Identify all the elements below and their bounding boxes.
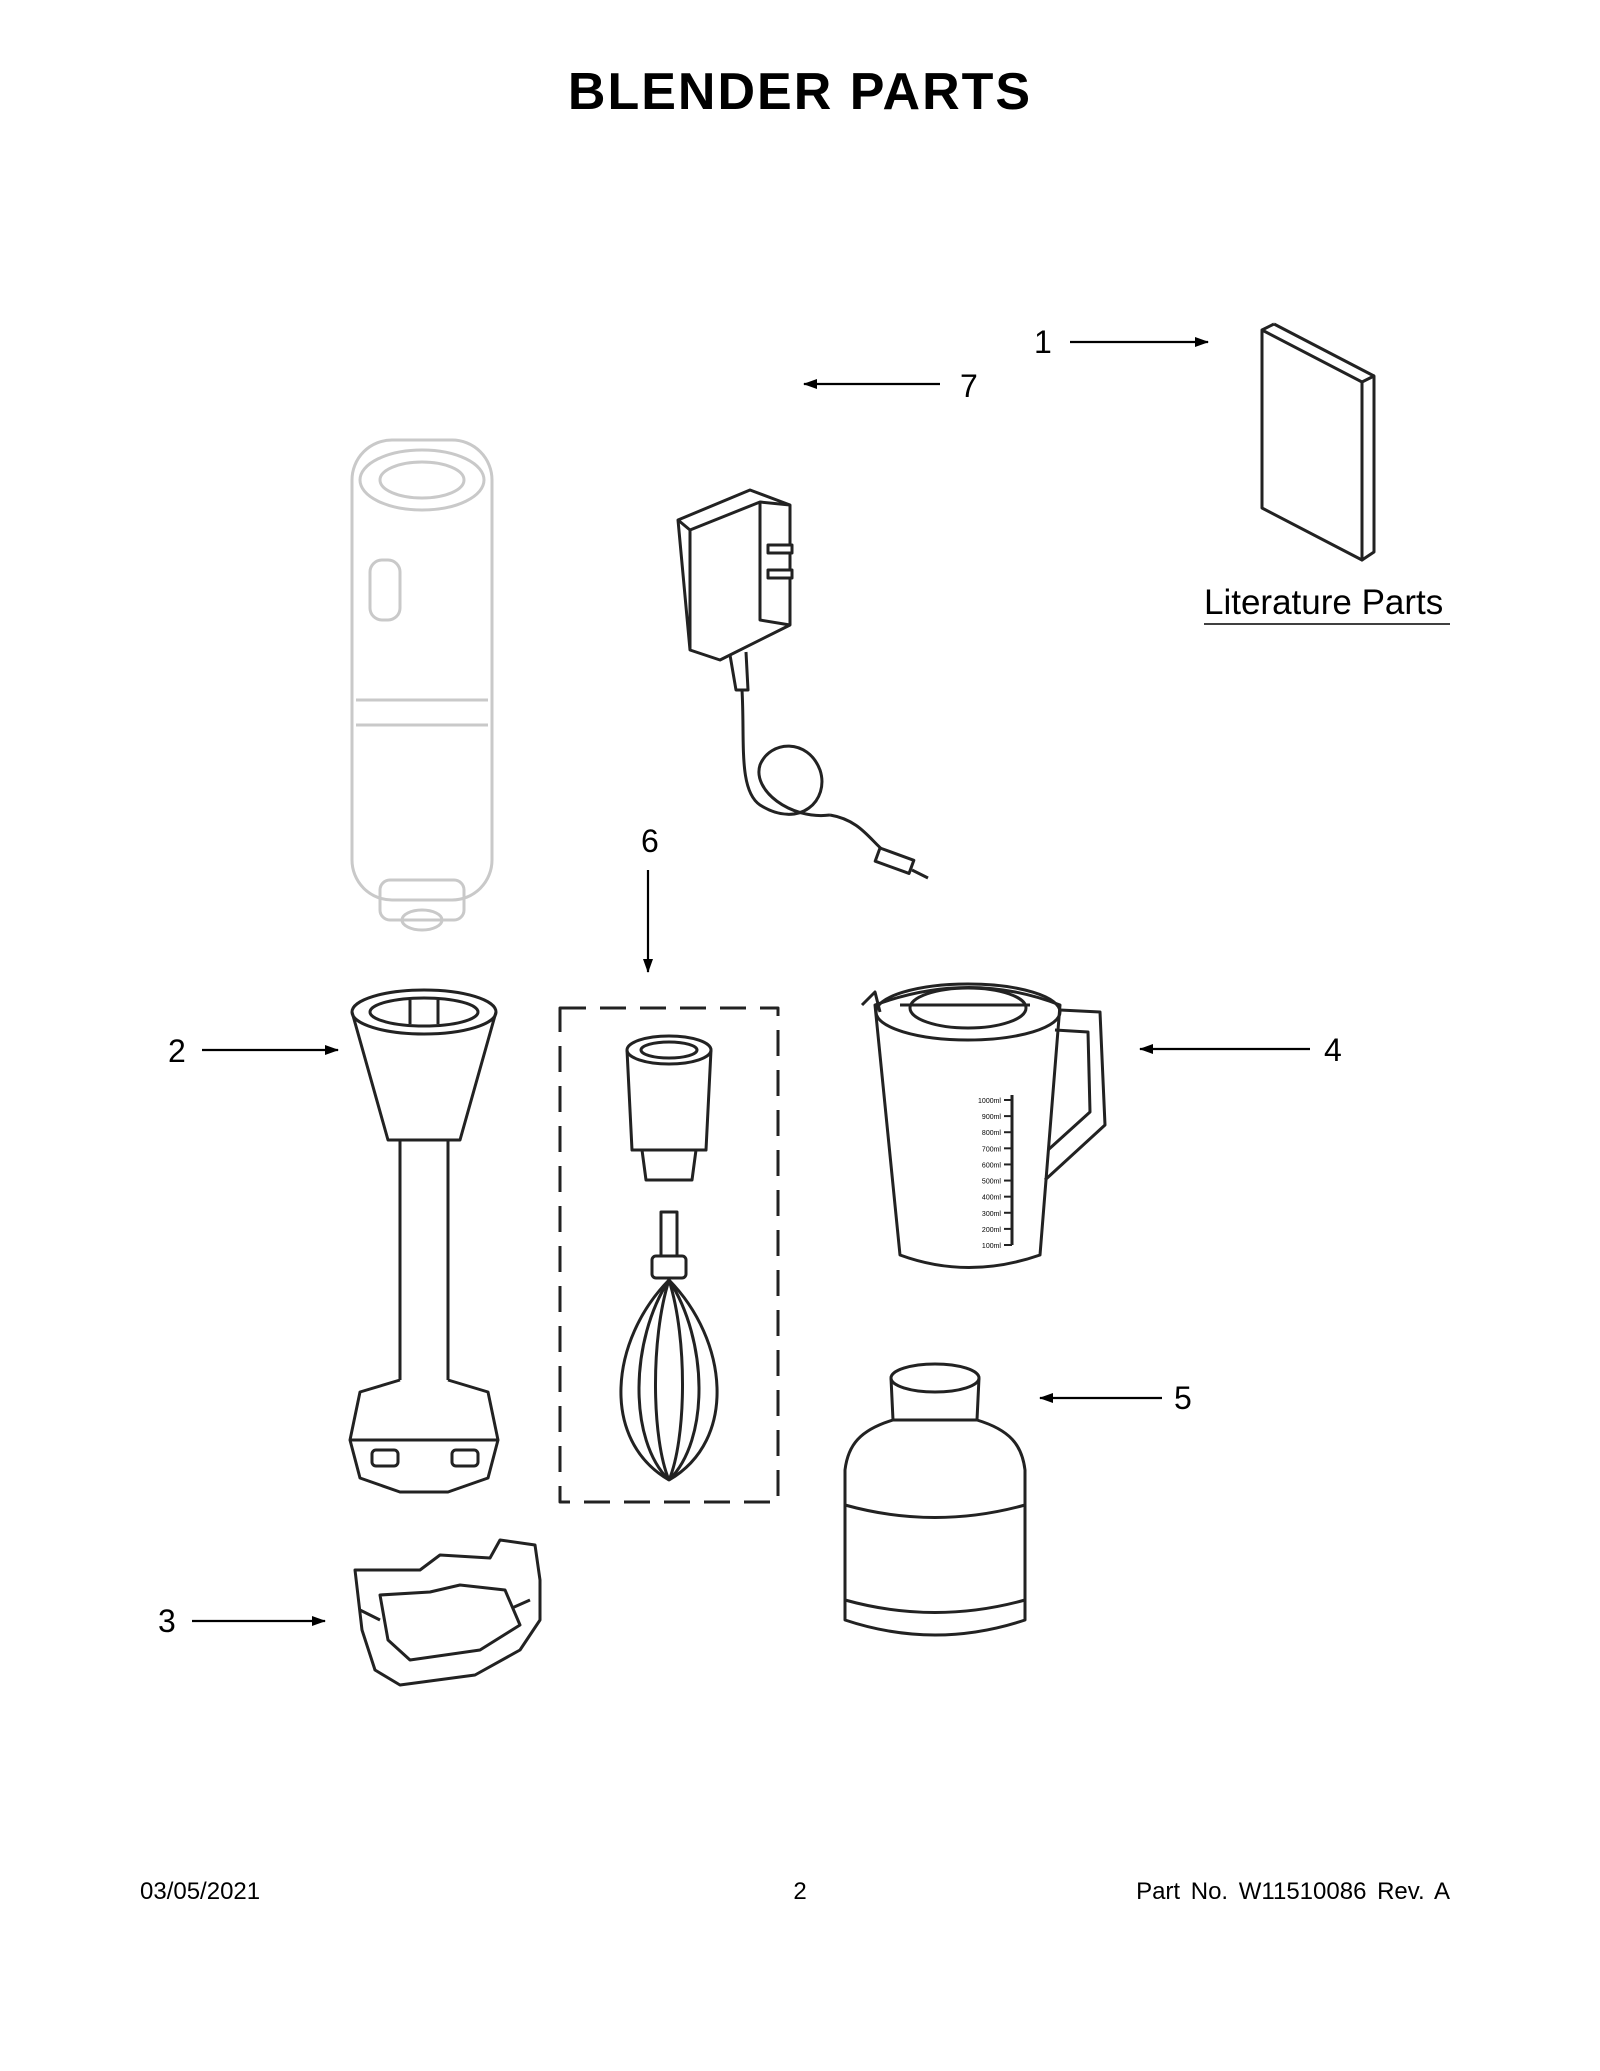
jug-scale-label: 600ml <box>982 1162 1002 1169</box>
blending-arm-illustration <box>348 988 500 1494</box>
callout-number-3: 3 <box>158 1603 176 1639</box>
jug-scale-label: 300ml <box>982 1211 1002 1218</box>
callout-number-2: 2 <box>168 1033 186 1069</box>
jug-scale-label: 1000ml <box>978 1098 1001 1105</box>
callout-number-6: 6 <box>641 823 659 859</box>
jug-scale-label: 200ml <box>982 1227 1002 1234</box>
callout-number-7: 7 <box>960 368 978 404</box>
jug-scale-label: 400ml <box>982 1195 1002 1202</box>
literature-parts-label: Literature Parts <box>1204 583 1443 622</box>
motor-body-ghost-illustration <box>350 438 494 932</box>
footer-page-number: 2 <box>793 1878 807 1905</box>
footer-date: 03/05/2021 <box>140 1878 261 1905</box>
jug-scale-label: 500ml <box>982 1179 1002 1186</box>
page-title: BLENDER PARTS <box>567 63 1033 121</box>
literature-booklet-illustration <box>1260 322 1376 562</box>
callout-number-5: 5 <box>1174 1380 1192 1416</box>
jug-scale-label: 900ml <box>982 1114 1002 1121</box>
blade-guard-illustration <box>353 1538 542 1687</box>
jug-scale-label: 800ml <box>982 1130 1002 1137</box>
jug-measurement-scale: 1000ml 900ml 800ml 700ml 600ml 500ml 400ml 300m… <box>978 1098 1012 1250</box>
jug-scale-label: 700ml <box>982 1146 1002 1153</box>
measuring-jug-illustration <box>860 982 1107 1269</box>
chopper-bowl-illustration <box>843 1362 1027 1637</box>
whisk-attachment-illustration <box>558 1006 780 1504</box>
callout-number-1: 1 <box>1034 324 1052 360</box>
callout-arrows <box>192 337 1310 1626</box>
footer-part-number: Part No. W11510086 Rev. A <box>1136 1878 1450 1905</box>
callout-number-4: 4 <box>1324 1032 1342 1068</box>
power-adapter-illustration <box>676 488 929 880</box>
jug-scale-label: 100ml <box>982 1243 1002 1250</box>
